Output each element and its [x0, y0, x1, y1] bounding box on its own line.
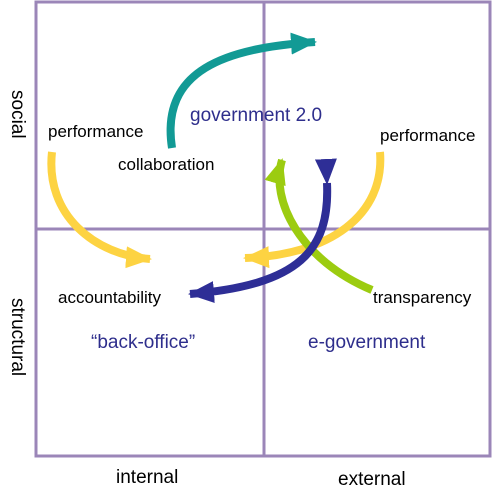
quadrant-label-government-2-0: government 2.0 [190, 105, 323, 126]
axis-label-internal: internal [116, 467, 179, 488]
axis-label-structural: structural [7, 298, 28, 377]
navy-arrow [188, 158, 337, 303]
quadrant-label-e-government: e-government [308, 332, 426, 353]
label-collaboration: collaboration [118, 155, 215, 174]
yellow-arrow-left [47, 151, 152, 269]
teal-arrow [166, 32, 317, 149]
label-performance-left: performance [48, 122, 144, 141]
quadrant-label-back-office: “back-office” [91, 332, 196, 353]
label-performance-right: performance [380, 126, 476, 145]
axis-label-social: social [7, 90, 28, 139]
label-transparency: transparency [373, 288, 472, 307]
axis-label-external: external [338, 469, 406, 490]
label-accountability: accountability [58, 288, 162, 307]
